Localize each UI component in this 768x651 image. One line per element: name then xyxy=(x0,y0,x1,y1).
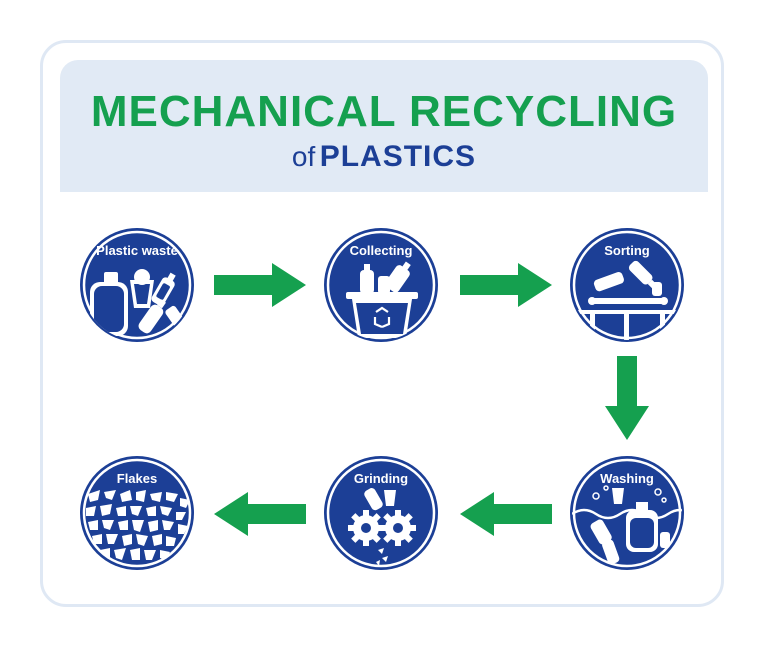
step-label: Sorting xyxy=(604,243,650,258)
step-label: Collecting xyxy=(349,243,413,258)
washing-water-icon xyxy=(570,456,684,570)
step-flakes: Flakes xyxy=(78,454,196,572)
plastic-flakes-icon xyxy=(80,456,194,570)
step-sorting: Sorting xyxy=(568,226,686,344)
step-washing: Washing xyxy=(568,454,686,572)
step-collecting: Collecting xyxy=(322,226,440,344)
arrow-right-icon xyxy=(460,263,552,307)
subtitle: of PLASTICS xyxy=(60,140,708,179)
step-label: Grinding xyxy=(353,471,409,486)
title: MECHANICAL RECYCLING xyxy=(90,87,678,136)
step-label: Plastic waste xyxy=(96,243,178,258)
plastic-waste-icon xyxy=(80,228,194,342)
step-label: Flakes xyxy=(116,471,158,486)
sorting-conveyor-icon xyxy=(570,228,684,342)
subtitle-prefix: of xyxy=(291,141,316,172)
step-plastic-waste: Plastic waste xyxy=(78,226,196,344)
arrow-left-icon xyxy=(460,492,552,536)
step-grinding: Grinding xyxy=(322,454,440,572)
subtitle-main: PLASTICS xyxy=(319,140,477,173)
recycling-bin-icon xyxy=(324,228,438,342)
step-label: Washing xyxy=(600,471,654,486)
arrow-right-icon xyxy=(214,263,306,307)
arrow-left-icon xyxy=(214,492,306,536)
arrow-down-icon xyxy=(605,356,649,440)
title-banner: MECHANICAL RECYCLING of PLASTICS xyxy=(60,60,708,192)
grinding-gears-icon xyxy=(324,456,438,570)
